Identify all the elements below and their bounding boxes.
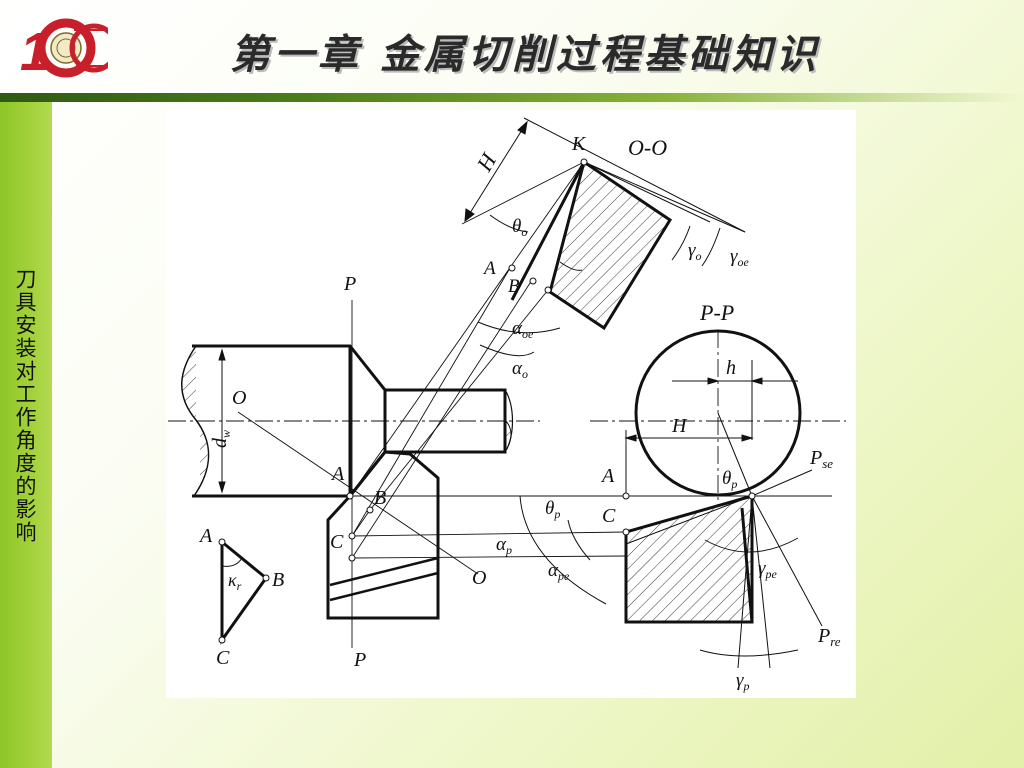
label-p-re: Pre [817,625,841,649]
label-a-mid: A [600,465,615,487]
label-c-main: C [330,531,344,553]
label-dw: dw [209,430,233,448]
label-theta-o: θo [512,216,527,239]
section-label-o-o: O-O [628,135,667,160]
label-p-bottom: P [353,649,366,671]
label-kappa-r: κr [228,570,242,593]
sidebar-bar: 刀具安装对工作角度的影响 [0,102,52,768]
university-logo: 1 [20,18,108,78]
label-c-mid: C [602,505,616,527]
section-o-o [461,117,746,357]
label-h-top: H [471,148,502,176]
workpiece [168,344,540,498]
section-label-p-p: P-P [699,300,734,325]
header-divider [0,93,1024,102]
label-gamma-pe: γpe [758,558,778,581]
label-b-main: B [374,487,386,509]
main-points [346,492,374,562]
label-a-top: A [482,258,496,279]
label-c-triangle: C [216,647,230,669]
label-a-main: A [330,463,345,485]
sidebar-topic: 刀具安装对工作角度的影响 [13,268,37,544]
label-gamma-p: γp [736,670,750,693]
diagram-labels: O-O P-P K H θo γo γoe A B αoe αo P P O O… [198,133,841,693]
tool-plan-view [237,300,479,648]
label-gamma-oe: γoe [730,246,750,269]
label-theta-p-right: θp [722,468,737,491]
label-b-top: B [508,276,520,297]
label-b-triangle: B [272,569,284,591]
label-k: K [571,133,587,155]
label-a-triangle: A [198,525,213,547]
label-p-top: P [343,273,356,295]
label-alpha-oe: αoe [512,318,534,341]
label-o-lower: O [472,567,486,589]
slide-title: 第一章 金属切削过程基础知识 [230,31,820,78]
slide-header: 1 第一章 金属切削过程基础知识 [0,0,1024,102]
label-o-left: O [232,387,246,409]
label-gamma-o: γo [688,240,702,263]
label-alpha-pe: αpe [548,560,570,583]
section-p-p [519,329,846,669]
label-alpha-p: αp [496,534,512,557]
projection-lines [349,161,832,559]
label-h-right: H [671,415,688,437]
label-theta-p: θp [545,498,560,521]
label-h-small: h [726,357,736,379]
label-alpha-o: αo [512,358,528,381]
kr-triangle [218,538,270,645]
label-p-se: Pse [809,447,833,471]
